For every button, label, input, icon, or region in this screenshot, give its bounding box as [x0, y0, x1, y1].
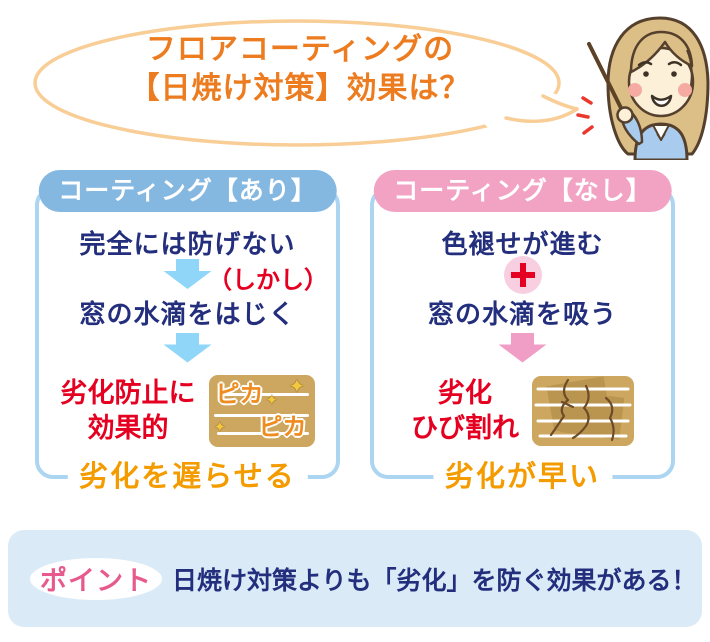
without-coating-header: コーティング【なし】	[373, 170, 672, 212]
sparkle-icon: ✦	[288, 375, 306, 398]
with-coating-step1: 完全には防げない	[79, 230, 296, 260]
bubble-title-line1: フロアコーティングの	[145, 32, 455, 67]
result-line1: 劣化	[438, 378, 492, 409]
down-arrow-icon	[163, 332, 212, 363]
point-panel: ポイント 日焼け対策よりも「劣化」を防ぐ効果がある！	[8, 530, 702, 627]
bubble-title: フロアコーティングの 【日焼け対策】効果は？	[20, 30, 580, 108]
without-coating-step2: 窓の水滴を吸う	[427, 300, 617, 330]
without-coating-step1: 色褪せが進む	[441, 230, 604, 260]
point-badge: ポイント	[30, 557, 162, 600]
down-arrow-icon	[498, 332, 547, 363]
crack-marks-icon	[534, 376, 632, 442]
point-text: 日焼け対策よりも「劣化」を防ぐ効果がある！	[172, 565, 697, 595]
cracked-floor-image	[532, 376, 634, 446]
without-coating-result: 劣化 ひび割れ	[411, 376, 519, 446]
with-coating-box: コーティング【あり】 完全には防げない （しかし） 窓の水滴をはじく 劣化防止に…	[35, 170, 340, 494]
pika-label: ピカ	[215, 380, 264, 408]
with-coating-header: コーティング【あり】	[38, 170, 337, 212]
speech-bubble-shape	[33, 19, 580, 147]
shiny-floor-image: ピカ ✦ ✦ ピカ ✦	[208, 375, 315, 447]
presenter-woman-illustration	[576, 16, 710, 160]
pika-label: ピカ	[258, 413, 307, 441]
emphasis-dashes-icon	[576, 96, 594, 135]
without-coating-footer: 劣化が早い	[432, 458, 613, 494]
result-line2: 効果的	[87, 413, 169, 444]
however-note: （しかし）	[208, 266, 328, 294]
result-line1: 劣化防止に	[60, 378, 196, 409]
down-arrow-icon	[163, 259, 212, 289]
sparkle-icon: ✦	[265, 391, 279, 409]
with-coating-step2: 窓の水滴をはじく	[79, 300, 296, 330]
result-line2: ひび割れ	[411, 413, 519, 444]
plus-icon	[503, 256, 542, 294]
bubble-title-line2: 【日焼け対策】効果は？	[129, 71, 471, 106]
with-coating-result: 劣化防止に 効果的	[61, 376, 196, 446]
without-coating-box: コーティング【なし】 色褪せが進む 窓の水滴を吸う 劣化 ひび割れ	[370, 170, 675, 494]
sparkle-icon: ✦	[213, 418, 227, 436]
with-coating-footer: 劣化を遅らせる	[67, 458, 308, 494]
